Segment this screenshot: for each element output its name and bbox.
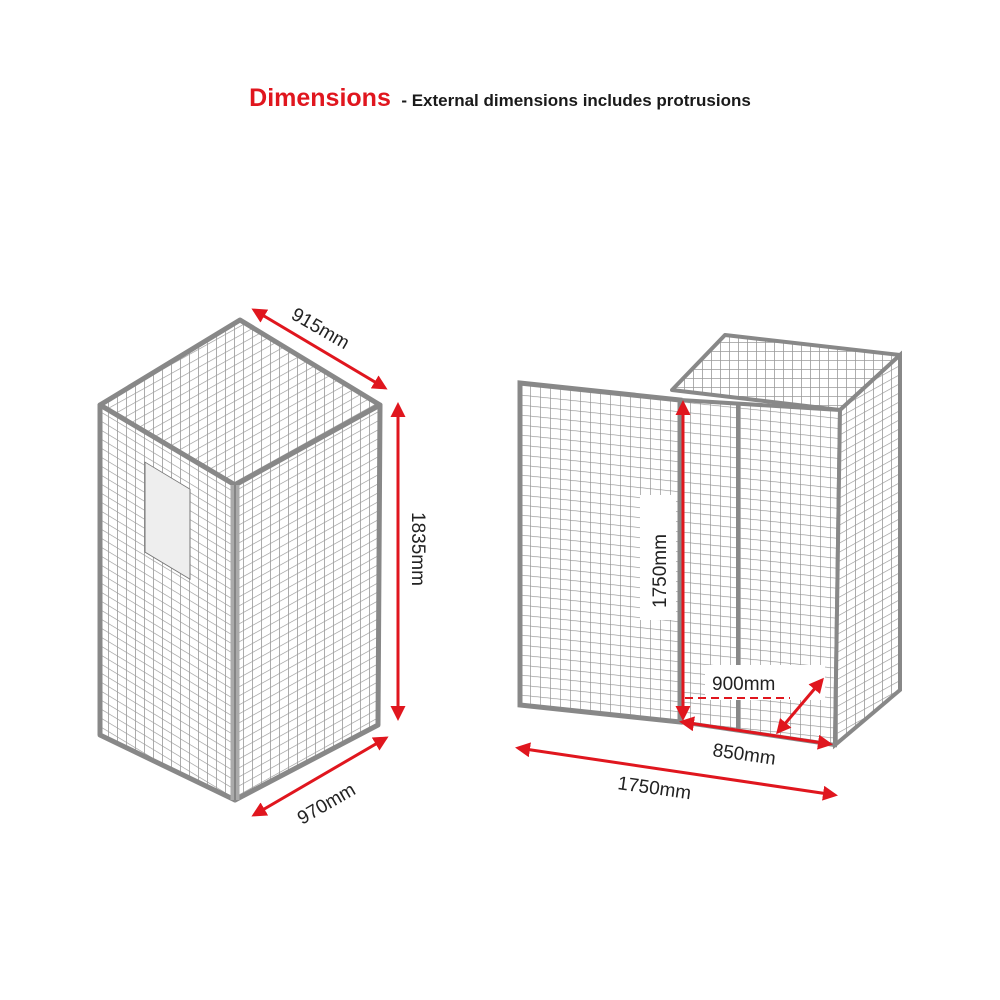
depth-label: 915mm [288,304,353,354]
inner-depth-label: 900mm [712,674,775,695]
closed-cage [97,317,383,803]
overall-width-arrow [515,742,838,801]
door-width-arrow [679,716,833,750]
diagram-title: Dimensions - External dimensions include… [0,84,1000,113]
depth-arrow [251,308,388,390]
door-width-label: 850mm [711,740,777,770]
title-main: Dimensions [249,84,391,112]
title-subtitle: - External dimensions includes protrusio… [401,91,751,110]
dimension-arrows [251,308,838,817]
door-height-label: 1750mm [650,534,671,608]
safety-sign [144,461,191,580]
width-arrow [251,736,389,817]
height-label: 1835mm [407,512,428,586]
open-cage [517,333,902,750]
overall-width-label: 1750mm [616,773,692,804]
